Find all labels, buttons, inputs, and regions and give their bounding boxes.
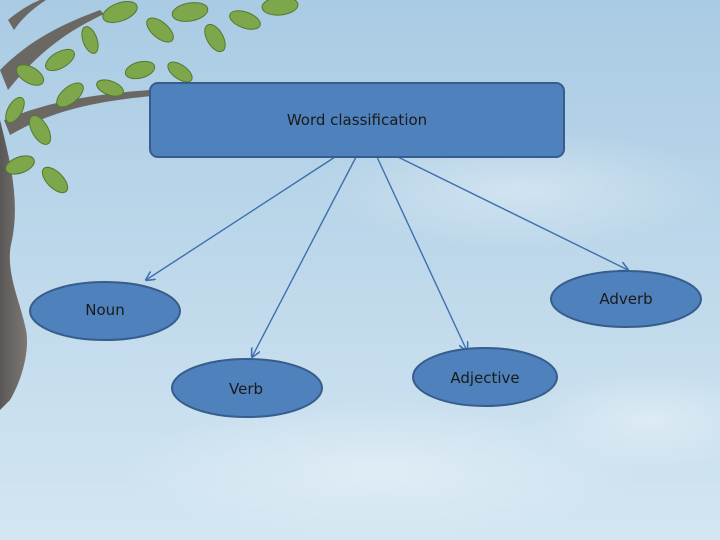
node-noun-label: Noun (85, 301, 125, 319)
connector-adverb (397, 156, 628, 270)
node-verb[interactable] (171, 358, 323, 418)
connector-verb (252, 156, 357, 357)
connector-adjective (376, 156, 467, 351)
node-adjective-label: Adjective (450, 369, 520, 387)
root-label: Word classification (286, 111, 428, 129)
node-adjective[interactable] (412, 347, 558, 407)
root-node[interactable] (149, 82, 565, 158)
node-adverb[interactable] (550, 270, 702, 328)
connector-noun (146, 156, 336, 280)
node-adverb-label: Adverb (599, 290, 653, 308)
node-noun[interactable] (29, 281, 181, 341)
leaf-cluster (5, 0, 299, 194)
node-verb-label: Verb (228, 380, 264, 398)
